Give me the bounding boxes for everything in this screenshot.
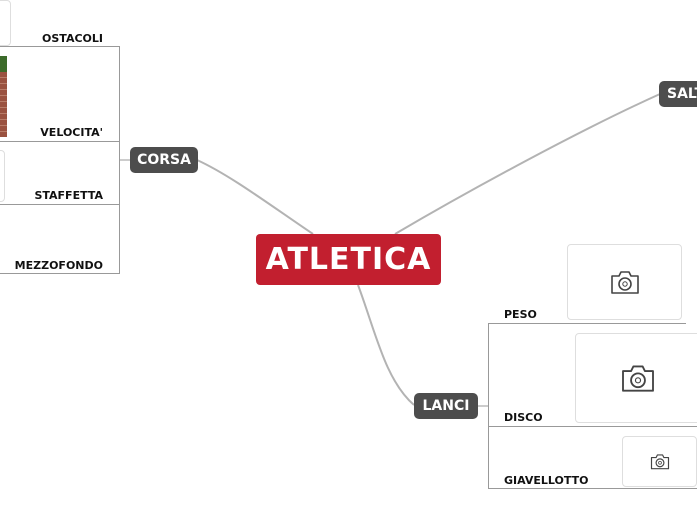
- central-topic-label: ATLETICA: [266, 242, 432, 277]
- topic-salti[interactable]: SALTI: [659, 81, 697, 107]
- leaf-disco: DISCO: [504, 411, 543, 424]
- central-topic[interactable]: ATLETICA: [256, 234, 441, 285]
- giavellotto-image[interactable]: [622, 436, 697, 487]
- topic-salti-label: SALTI: [667, 86, 697, 102]
- camera-icon: [620, 363, 656, 393]
- topic-corsa[interactable]: CORSA: [130, 147, 198, 173]
- leaf-staffetta: STAFFETTA: [34, 189, 103, 202]
- connector-salti: [395, 94, 660, 234]
- peso-image[interactable]: [567, 244, 682, 320]
- leaf-mezzofondo: MEZZOFONDO: [15, 259, 103, 272]
- camera-icon: [650, 453, 670, 470]
- leaf-velocita: VELOCITA': [40, 126, 103, 139]
- connector-lanci: [358, 285, 414, 405]
- topic-corsa-label: CORSA: [137, 152, 191, 168]
- leaf-ostacoli: OSTACOLI: [42, 32, 103, 45]
- leaf-peso: PESO: [504, 308, 537, 321]
- velocita-image: [0, 56, 7, 137]
- staffetta-image: [0, 150, 5, 202]
- leaf-giavellotto: GIAVELLOTTO: [504, 474, 589, 487]
- camera-icon: [610, 269, 640, 295]
- topic-lanci-label: LANCI: [423, 398, 470, 414]
- corsa-subtree-lines: [0, 46, 130, 274]
- disco-image[interactable]: [575, 333, 697, 423]
- ostacoli-image: [0, 0, 11, 46]
- connector-corsa: [197, 160, 313, 234]
- topic-lanci[interactable]: LANCI: [414, 393, 478, 419]
